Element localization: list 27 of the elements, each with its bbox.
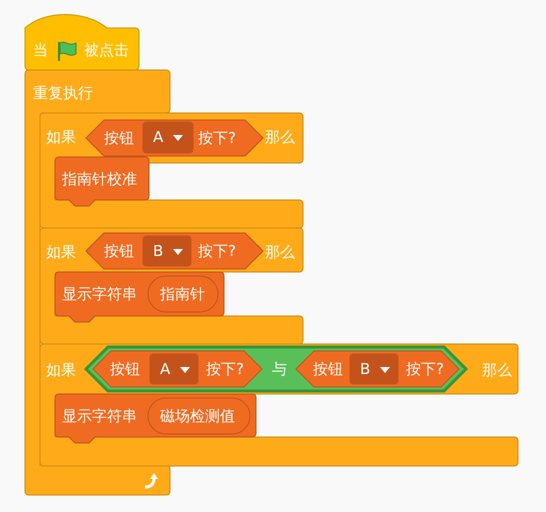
block-label: 如果 xyxy=(46,127,76,147)
block-label: 那么 xyxy=(482,360,512,380)
block-label: 显示字符串 xyxy=(62,284,137,304)
block-label: 按钮 xyxy=(110,359,140,379)
block-label: 重复执行 xyxy=(33,83,93,103)
block-label: 按下? xyxy=(198,241,236,261)
block-label: 按下? xyxy=(206,359,244,379)
block-label: 那么 xyxy=(265,127,295,147)
block-label: 按钮 xyxy=(313,359,343,379)
block-label: 如果 xyxy=(46,360,76,380)
block-label: 按钮 xyxy=(104,241,134,261)
block-label: 按下? xyxy=(198,128,236,148)
block-label: 当 xyxy=(33,40,48,60)
block-label: 被点击 xyxy=(84,40,129,60)
block-label: 如果 xyxy=(46,242,76,262)
block-label: 指南针校准 xyxy=(62,169,137,189)
dropdown-value: B xyxy=(153,241,164,261)
block-label: 显示字符串 xyxy=(62,406,137,426)
field-value: 指南针 xyxy=(160,284,205,304)
block-label: 那么 xyxy=(265,242,295,262)
dropdown-value: A xyxy=(160,359,170,379)
block-label: 按下? xyxy=(406,359,444,379)
dropdown-value: B xyxy=(360,359,370,379)
dropdown-value: A xyxy=(153,127,164,147)
block-label: 按钮 xyxy=(104,128,134,148)
block-label: 与 xyxy=(272,359,287,379)
field-value: 磁场检测值 xyxy=(160,406,235,426)
